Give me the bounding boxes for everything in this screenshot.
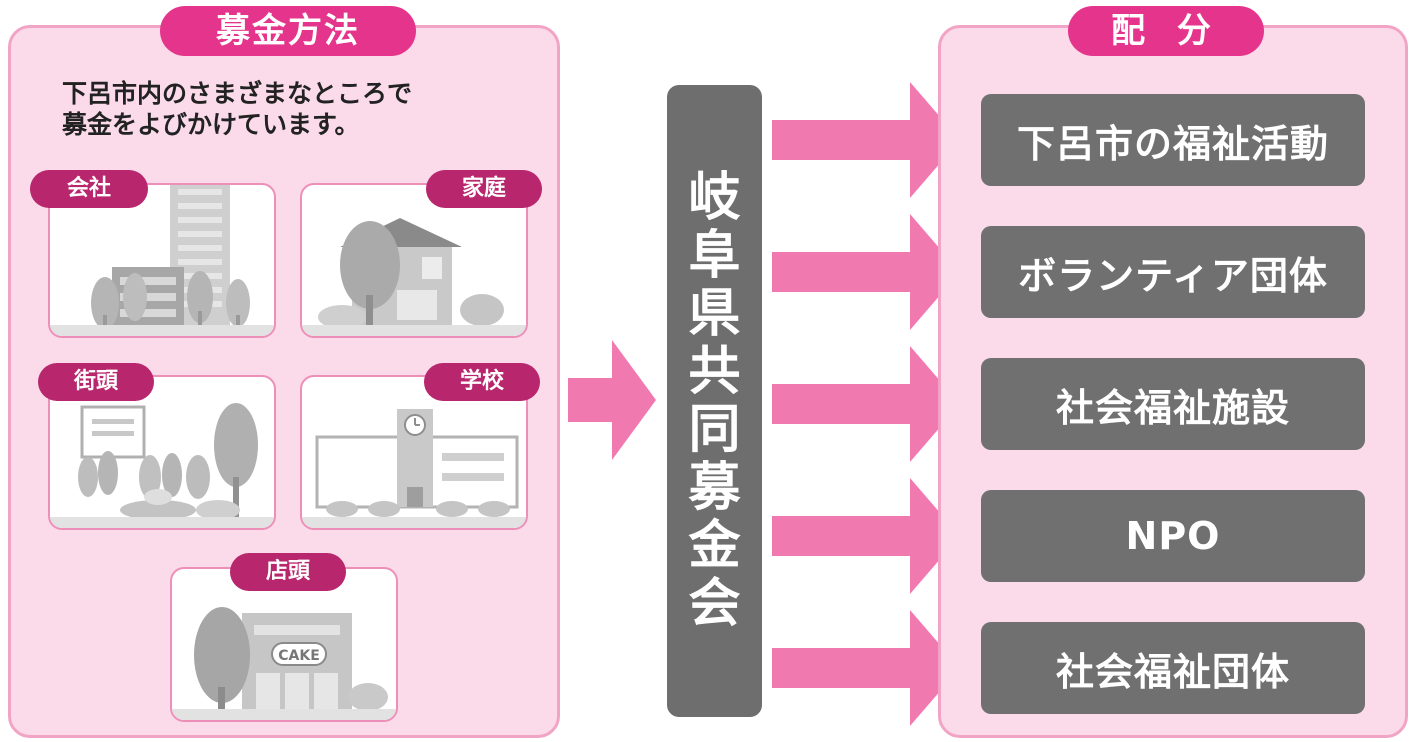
center-char-3: 県	[688, 284, 741, 344]
office-building-illustration	[50, 185, 274, 336]
intro-line-2: 募金をよびかけています。	[62, 110, 360, 139]
gifu-community-chest-box: 岐 阜 県 共 同 募 金 会	[667, 85, 762, 717]
intro-line-1: 下呂市内のさまざまなところで	[62, 79, 413, 108]
distribution-arrow-2	[772, 214, 960, 330]
tag-school: 学校	[424, 363, 540, 401]
center-char-1: 岐	[688, 168, 741, 228]
tag-home: 家庭	[426, 170, 542, 208]
destination-welfare-organizations: 社会福祉団体	[981, 622, 1365, 714]
store-card: CAKE	[170, 567, 398, 722]
destination-gero-welfare: 下呂市の福祉活動	[981, 94, 1365, 186]
tag-store: 店頭	[230, 553, 346, 591]
destination-welfare-facilities: 社会福祉施設	[981, 358, 1365, 450]
center-char-8: 会	[688, 574, 741, 634]
main-flow-arrow	[568, 340, 656, 460]
cake-shop-illustration: CAKE	[172, 607, 396, 720]
distribution-arrow-3	[772, 346, 960, 462]
center-char-7: 金	[688, 516, 741, 576]
home-card	[300, 183, 528, 338]
distribution-arrow-5	[772, 610, 960, 726]
school-illustration	[302, 409, 526, 528]
center-char-4: 共	[688, 342, 741, 402]
center-char-2: 阜	[688, 226, 741, 286]
distribution-arrow-1	[772, 82, 960, 198]
house-illustration	[302, 218, 526, 336]
street-illustration	[50, 403, 274, 528]
tag-company: 会社	[30, 170, 148, 208]
distribution-title: 配 分	[1068, 6, 1264, 56]
store-sign-text: CAKE	[278, 648, 320, 664]
street-card	[48, 375, 276, 530]
fundraising-methods-title: 募金方法	[160, 6, 416, 56]
distribution-arrow-4	[772, 478, 960, 594]
company-card	[48, 183, 276, 338]
center-char-6: 募	[688, 458, 741, 518]
center-char-5: 同	[688, 400, 741, 460]
destination-npo: NPO	[981, 490, 1365, 582]
intro-text: 下呂市内のさまざまなところで 募金をよびかけています。	[62, 78, 522, 140]
destination-volunteer-groups: ボランティア団体	[981, 226, 1365, 318]
tag-street: 街頭	[38, 363, 154, 401]
